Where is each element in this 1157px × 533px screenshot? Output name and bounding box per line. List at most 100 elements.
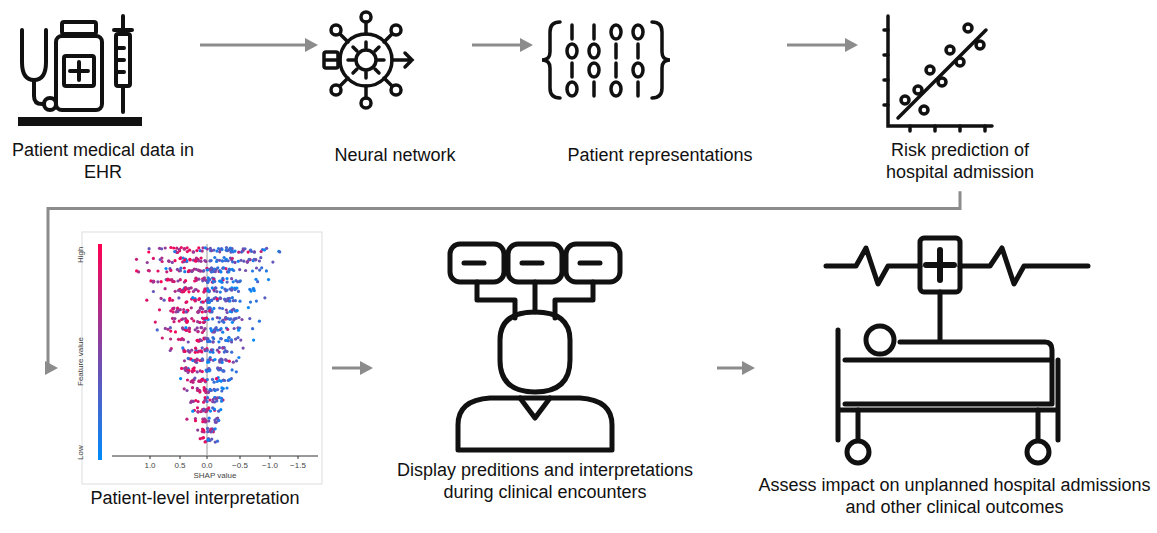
shap-dot — [199, 326, 202, 329]
shap-dot — [199, 269, 202, 272]
shap-dot — [207, 296, 210, 299]
shap-dot — [224, 316, 227, 319]
arrow-line — [200, 44, 308, 47]
shap-dot — [172, 320, 175, 323]
shap-dot — [208, 417, 211, 420]
shap-dot — [207, 358, 210, 361]
shap-dot — [164, 287, 167, 290]
chart-icon — [884, 16, 992, 131]
shap-dot — [187, 357, 190, 360]
shap-dot — [230, 249, 233, 252]
arrow-line — [717, 367, 745, 370]
shap-dot — [196, 326, 199, 329]
shap-dot — [203, 278, 206, 281]
shap-dot — [172, 280, 175, 283]
shap-dot — [183, 350, 186, 353]
shap-dot — [211, 340, 214, 343]
shap-dot — [180, 246, 183, 249]
shap-dot — [255, 266, 258, 269]
shap-dot — [213, 388, 216, 391]
stage-caption: Patient representations — [535, 145, 785, 167]
shap-dot — [203, 290, 206, 293]
shap-dot — [147, 269, 150, 272]
shap-dot — [225, 249, 228, 252]
shap-dot — [200, 349, 203, 352]
shap-dot — [219, 296, 222, 299]
shap-dot — [220, 327, 223, 330]
shap-dot — [209, 249, 212, 252]
shap-dot — [182, 328, 185, 331]
shap-dot — [237, 251, 240, 254]
stage-caption: Display preditions and interpretations d… — [375, 460, 715, 503]
shap-dot — [225, 386, 228, 389]
shap-dot — [208, 307, 211, 310]
shap-dot — [238, 300, 241, 303]
shap-dot — [185, 418, 188, 421]
shap-dot — [212, 337, 215, 340]
shap-dot — [217, 340, 220, 343]
shap-dot — [158, 308, 161, 311]
shap-dot — [230, 340, 233, 343]
shap-dot — [228, 287, 231, 290]
shap-dot — [206, 430, 209, 433]
shap-dot — [197, 298, 200, 301]
shap-dot — [203, 259, 206, 262]
plot-label: Low — [77, 445, 85, 460]
shap-dot — [183, 387, 186, 390]
shap-dot — [169, 309, 172, 312]
shap-dot — [216, 366, 219, 369]
arrow-line — [48, 191, 960, 368]
shap-dot — [186, 246, 189, 249]
shap-dot — [166, 279, 169, 282]
shap-dot — [173, 280, 176, 283]
shap-dot — [204, 310, 207, 313]
shap-dot — [176, 268, 179, 271]
shap-dot — [152, 290, 155, 293]
shap-dot — [228, 299, 231, 302]
shap-dot — [207, 391, 210, 394]
flow-arrow — [717, 361, 755, 375]
shap-dot — [234, 299, 237, 302]
plot-label: −1.0 — [262, 462, 278, 470]
shap-dot — [253, 251, 256, 254]
binary-glyph — [570, 63, 574, 77]
shap-dot — [192, 250, 195, 253]
shap-dot — [219, 337, 222, 340]
shap-dot — [188, 326, 191, 329]
shap-dot — [226, 328, 229, 331]
shap-dot — [174, 330, 177, 333]
shap-dot — [183, 258, 186, 261]
shap-dot — [249, 301, 252, 304]
shap-dot — [225, 277, 228, 280]
shap-dot — [244, 269, 247, 272]
shap-dot — [197, 340, 200, 343]
shap-dot — [194, 259, 197, 262]
shap-dot — [221, 331, 224, 334]
shap-dot — [201, 346, 204, 349]
shap-dot — [178, 249, 181, 252]
shap-dot — [200, 257, 203, 260]
shap-dot — [191, 296, 194, 299]
shap-dot — [197, 310, 200, 313]
shap-dot — [201, 357, 204, 360]
shap-dot — [199, 306, 202, 309]
shap-dot — [230, 351, 233, 354]
shap-dot — [246, 261, 249, 264]
shap-dot — [152, 281, 155, 284]
shap-dot — [220, 397, 223, 400]
shap-dot — [188, 330, 191, 333]
shap-dot — [188, 258, 191, 261]
shap-dot — [221, 277, 224, 280]
shap-dot — [194, 299, 197, 302]
shap-dot — [231, 296, 234, 299]
shap-dot — [197, 380, 200, 383]
shap-dot — [156, 280, 159, 283]
shap-dot — [169, 330, 172, 333]
shap-dot — [201, 310, 204, 313]
shap-dot — [182, 338, 185, 341]
shap-dot — [173, 317, 176, 320]
shap-dot — [187, 270, 190, 273]
shap-dot — [224, 316, 227, 319]
shap-plot — [82, 232, 322, 484]
